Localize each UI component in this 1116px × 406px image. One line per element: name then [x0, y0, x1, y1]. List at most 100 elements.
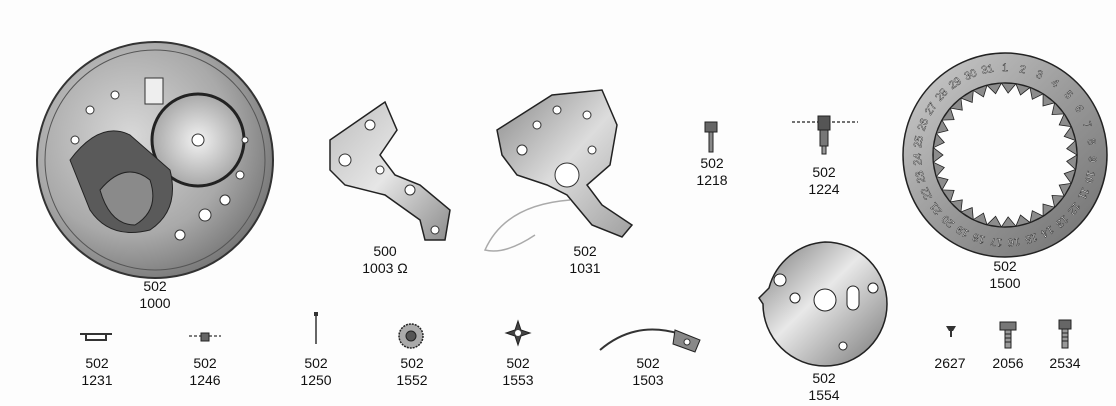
date-ring-tooth: [972, 84, 988, 98]
date-numeral: 24: [912, 153, 925, 166]
part-number: 1231: [81, 372, 113, 388]
date-numeral: 15: [1023, 230, 1038, 245]
part-number: 1246: [189, 372, 221, 388]
star-wheel-1553: [504, 319, 532, 347]
screw-1218: [702, 120, 720, 155]
calibre-number: 502: [573, 243, 597, 259]
label-1000: 502 1000: [125, 278, 185, 312]
date-numeral: 27: [923, 101, 940, 118]
part-number: 1553: [502, 372, 534, 388]
date-numeral: 17: [989, 235, 1002, 248]
part-number: 1554: [808, 387, 840, 403]
date-ring-tooth: [1066, 154, 1078, 171]
date-numeral: 10: [1082, 169, 1097, 184]
part-number: 1224: [808, 181, 840, 197]
date-numeral: 9: [1086, 156, 1098, 163]
calibre-number: 502: [85, 355, 109, 371]
date-numeral: 18: [971, 230, 986, 245]
date-numeral: 23: [913, 169, 928, 184]
date-ring-tooth: [935, 176, 949, 191]
label-1554: 502 1554: [802, 370, 846, 404]
date-numeral: 11: [1075, 186, 1091, 202]
date-ring-tooth: [1042, 93, 1056, 107]
part-number: 1003 Ω: [362, 260, 408, 276]
date-ring-tooth: [932, 132, 945, 149]
date-ring-tooth: [941, 189, 955, 203]
calibre-number: 502: [636, 355, 660, 371]
spring-1231: [78, 330, 114, 344]
label-1500: 502 1500: [980, 258, 1030, 292]
label-1552: 502 1552: [390, 355, 434, 389]
date-ring-tooth: [960, 207, 974, 221]
date-ring-tooth: [1029, 210, 1045, 224]
label-1246: 502 1246: [183, 355, 227, 389]
label-1231: 502 1231: [75, 355, 119, 389]
date-ring-tooth: [986, 215, 1003, 228]
label-2534: 2534: [1045, 355, 1085, 372]
label-1003: 500 1003 Ω: [350, 243, 420, 277]
date-ring-tooth: [941, 107, 955, 121]
calibre-number: 502: [304, 355, 328, 371]
date-numeral: 8: [1085, 138, 1098, 146]
arbor-1250: [312, 310, 320, 346]
date-numeral: 3: [1034, 68, 1044, 81]
date-ring-tooth: [986, 82, 1003, 95]
date-ring-tooth: [949, 97, 963, 111]
part-number: 1503: [632, 372, 664, 388]
part-number: 1000: [139, 295, 171, 311]
part-number: 2627: [934, 355, 966, 371]
date-numeral: 26: [916, 117, 932, 133]
stem-1224: [790, 112, 860, 157]
date-ring-tooth: [1042, 203, 1056, 217]
calibre-number: 502: [812, 164, 836, 180]
label-1553: 502 1553: [496, 355, 540, 389]
part-number: 2056: [992, 355, 1024, 371]
calibre-number: 500: [373, 243, 397, 259]
label-1031: 502 1031: [560, 243, 610, 277]
screw-2056: [998, 320, 1018, 350]
wheel-1552: [397, 322, 425, 350]
calibre-number: 502: [193, 355, 217, 371]
date-numeral: 2: [1018, 63, 1026, 76]
main-plate-1000: [30, 40, 280, 280]
date-numeral: 14: [1039, 223, 1056, 239]
date-ring-tooth: [935, 119, 949, 134]
part-number: 1250: [300, 372, 332, 388]
date-ring-tooth: [1000, 82, 1017, 94]
label-2056: 2056: [988, 355, 1028, 372]
date-ring-tooth: [1066, 139, 1078, 156]
date-ring-tooth: [972, 212, 988, 226]
date-ring-tooth: [949, 199, 963, 213]
date-numeral: 22: [919, 185, 935, 201]
screw-2627: [945, 325, 957, 339]
part-number: 1218: [696, 172, 728, 188]
label-1503: 502 1503: [626, 355, 670, 389]
date-ring-tooth: [1063, 125, 1077, 142]
date-numeral: 25: [912, 135, 926, 149]
oscillating-weight-outline: [475, 195, 575, 265]
date-ring-tooth: [932, 161, 945, 178]
spring-1503: [595, 322, 705, 354]
label-1218: 502 1218: [690, 155, 734, 189]
date-numeral: 19: [955, 223, 972, 239]
label-2627: 2627: [930, 355, 970, 372]
date-numeral: 7: [1080, 120, 1093, 130]
calibre-number: 502: [700, 155, 724, 171]
label-1250: 502 1250: [294, 355, 338, 389]
lever-1246: [187, 330, 223, 344]
date-numeral: 6: [1072, 103, 1085, 115]
date-numeral: 31: [980, 63, 994, 77]
date-ring-tooth: [1029, 86, 1045, 100]
calibre-number: 502: [506, 355, 530, 371]
date-ring-tooth: [1063, 168, 1077, 185]
date-ring-tooth: [1015, 214, 1031, 227]
date-ring-tooth: [960, 89, 974, 103]
calibre-number: 502: [143, 278, 167, 294]
date-ring-tooth: [1058, 182, 1072, 197]
label-1224: 502 1224: [802, 164, 846, 198]
calibre-number: 502: [400, 355, 424, 371]
part-number: 1031: [569, 260, 601, 276]
